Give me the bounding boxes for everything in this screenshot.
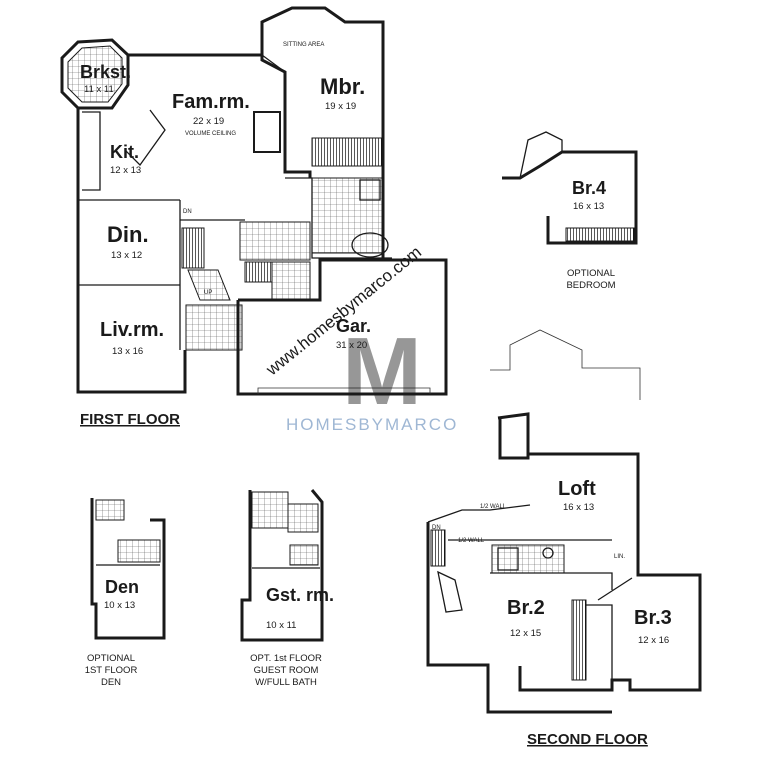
optional-bedroom-caption-1: OPTIONAL <box>567 268 615 279</box>
room-dim-loft: 16 x 13 <box>563 502 594 513</box>
room-dim-master-bedroom: 19 x 19 <box>325 101 356 112</box>
first-floor-title: FIRST FLOOR <box>80 411 180 428</box>
room-dim-breakfast: 11 x 11 <box>84 84 114 95</box>
room-name-family-room: Fam.rm. <box>172 91 250 113</box>
stair-down-label: DN <box>183 209 192 215</box>
room-name-bedroom-2: Br.2 <box>507 597 545 619</box>
sitting-area-label: SITTING AREA <box>283 42 324 48</box>
second-floor-labels: Loft 16 x 13 1/2 WALL 1/2 WALL DN LIN. B… <box>432 478 672 748</box>
room-name-bedroom-4: Br.4 <box>572 178 606 198</box>
room-name-garage: Gar. <box>336 316 371 336</box>
first-floor-plan <box>60 6 448 396</box>
optional-guest-room-plan <box>240 489 324 642</box>
room-name-dining: Din. <box>107 222 149 247</box>
room-dim-living-room: 13 x 16 <box>112 346 143 357</box>
half-wall-label-2: 1/2 WALL <box>458 538 485 544</box>
stair-up-label: UP <box>204 290 212 296</box>
room-name-bedroom-3: Br.3 <box>634 607 672 629</box>
second-floor-plan <box>426 329 702 714</box>
optional-den-labels: Den 10 x 13 OPTIONAL 1ST FLOOR DEN <box>85 577 139 688</box>
optional-bedroom-plan <box>502 131 638 245</box>
room-name-breakfast: Brkst. <box>80 62 131 82</box>
optional-den-caption-3: DEN <box>101 677 121 688</box>
guest-room-caption-3: W/FULL BATH <box>255 677 317 688</box>
optional-guest-room-labels: Gst. rm. 10 x 11 OPT. 1st FLOOR GUEST RO… <box>250 585 334 688</box>
room-name-den: Den <box>105 577 139 597</box>
room-name-loft: Loft <box>558 478 596 500</box>
room-dim-dining: 13 x 12 <box>111 250 142 261</box>
second-floor-title: SECOND FLOOR <box>527 731 648 748</box>
optional-bedroom-labels: Br.4 16 x 13 OPTIONAL BEDROOM <box>566 178 615 291</box>
room-name-guest-room-1: Gst. rm. <box>266 585 334 605</box>
watermark-brand: HOMESBYMARCO <box>286 415 458 434</box>
room-dim-family-room: 22 x 19 <box>193 116 224 127</box>
half-wall-label-1: 1/2 WALL <box>480 504 507 510</box>
guest-room-caption-2: GUEST ROOM <box>254 665 319 676</box>
room-dim-bedroom-2: 12 x 15 <box>510 628 541 639</box>
optional-den-plan <box>90 498 166 640</box>
optional-den-caption-2: 1ST FLOOR <box>85 665 138 676</box>
volume-ceiling-note: VOLUME CEILING <box>185 131 236 137</box>
guest-room-caption-1: OPT. 1st FLOOR <box>250 653 322 664</box>
second-floor-stair-down-label: DN <box>432 525 441 531</box>
room-dim-kitchen: 12 x 13 <box>110 165 141 176</box>
room-dim-guest-room: 10 x 11 <box>266 620 296 631</box>
room-name-master-bedroom: Mbr. <box>320 74 365 99</box>
optional-den-caption-1: OPTIONAL <box>87 653 135 664</box>
room-dim-den: 10 x 13 <box>104 600 135 611</box>
room-dim-garage: 31 x 20 <box>336 340 367 351</box>
optional-bedroom-caption-2: BEDROOM <box>566 280 615 291</box>
first-floor-labels: Brkst. 11 x 11 Fam.rm. 22 x 19 VOLUME CE… <box>80 42 371 428</box>
room-dim-bedroom-4: 16 x 13 <box>573 201 604 212</box>
watermark-monogram: M <box>342 318 422 425</box>
room-dim-bedroom-3: 12 x 16 <box>638 635 669 646</box>
room-name-living-room: Liv.rm. <box>100 319 164 341</box>
room-name-kitchen: Kit. <box>110 142 139 162</box>
linen-closet-label: LIN. <box>614 554 625 560</box>
